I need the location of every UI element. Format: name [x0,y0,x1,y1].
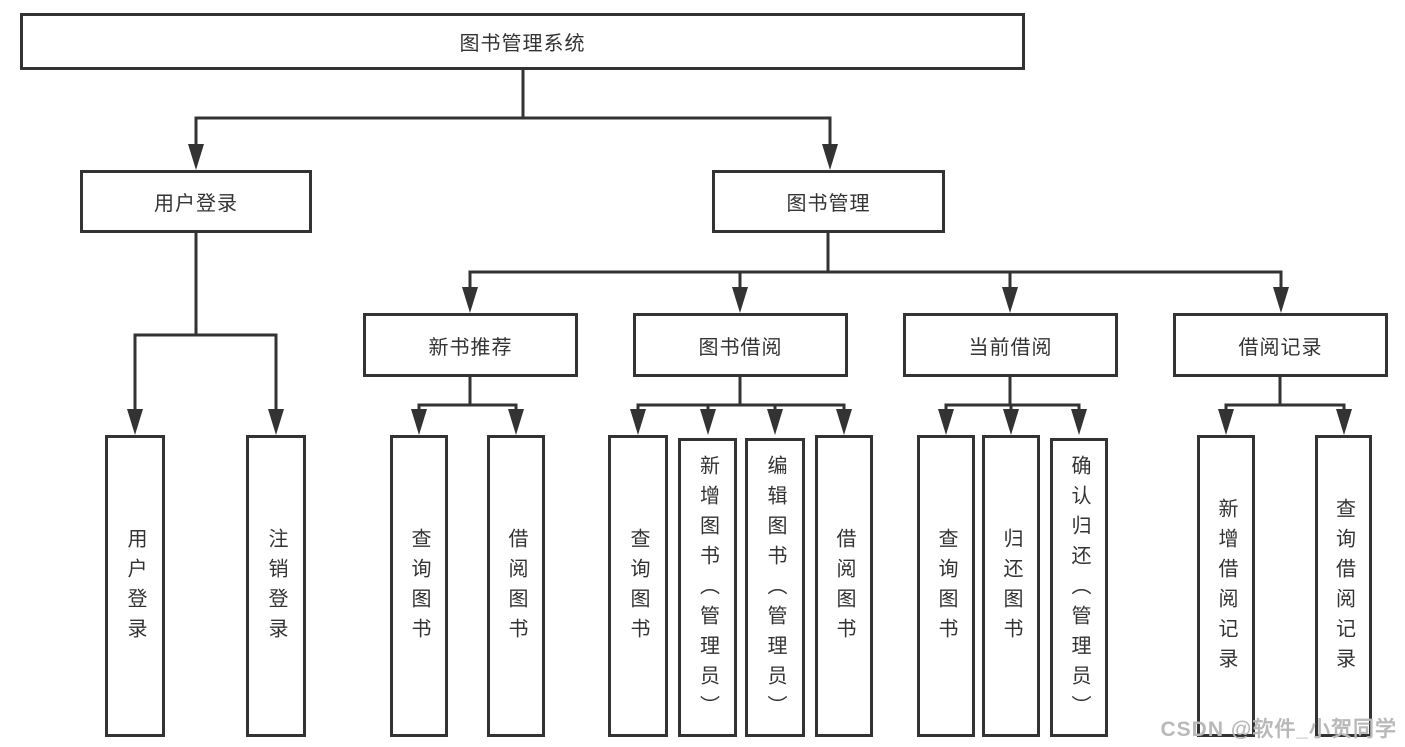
leaf-return-books: 归还图书 [982,435,1040,737]
leaf-borrow-books: 借阅图书 [815,435,873,737]
node-label: 借阅图书 [833,528,855,648]
node-label: 借阅记录 [1238,336,1323,359]
node-new-book-recommendation: 新书推荐 [363,313,578,377]
leaf-add-borrow-record: 新增借阅记录 [1197,435,1255,737]
leaf-edit-books-admin: 编辑图书（管理员） [745,438,805,737]
csdn-watermark: CSDN @软件_小贺同学 [1160,718,1397,741]
node-user-login: 用户登录 [80,170,312,233]
node-book-borrowing: 图书借阅 [633,313,848,377]
node-label: 确认归还（管理员） [1068,454,1090,725]
leaf-user-login: 用户登录 [105,435,165,737]
node-label: 查询图书 [627,528,649,648]
node-library-management-system: 图书管理系统 [20,13,1025,70]
node-label: 用户登录 [124,528,146,648]
leaf-confirm-return-admin: 确认归还（管理员） [1050,438,1108,737]
node-label: 归还图书 [1000,528,1022,648]
node-label: 新增借阅记录 [1215,498,1237,678]
leaf-query-books: 查询图书 [390,435,448,737]
node-label: 编辑图书（管理员） [764,454,786,725]
node-current-borrowing: 当前借阅 [903,313,1118,377]
node-label: 当前借阅 [968,336,1053,359]
node-label: 注销登录 [265,528,287,648]
leaf-borrow-books: 借阅图书 [487,435,545,737]
node-label: 新书推荐 [428,336,513,359]
node-label: 查询借阅记录 [1332,498,1355,678]
node-borrowing-records: 借阅记录 [1173,313,1388,377]
node-label: 借阅图书 [505,528,527,648]
node-label: 用户登录 [154,193,238,215]
leaf-query-books: 查询图书 [917,435,975,737]
leaf-logout: 注销登录 [246,435,306,737]
leaf-query-borrow-record: 查询借阅记录 [1315,435,1372,737]
node-label: 查询图书 [408,528,430,648]
node-label: 查询图书 [935,528,957,648]
node-label: 图书管理 [786,193,871,215]
node-label: 图书管理系统 [459,33,586,55]
leaf-query-books: 查询图书 [608,435,668,737]
leaf-add-books-admin: 新增图书（管理员） [678,438,737,737]
node-book-management: 图书管理 [712,170,945,233]
node-label: 图书借阅 [698,336,783,359]
node-label: 新增图书（管理员） [696,454,719,725]
